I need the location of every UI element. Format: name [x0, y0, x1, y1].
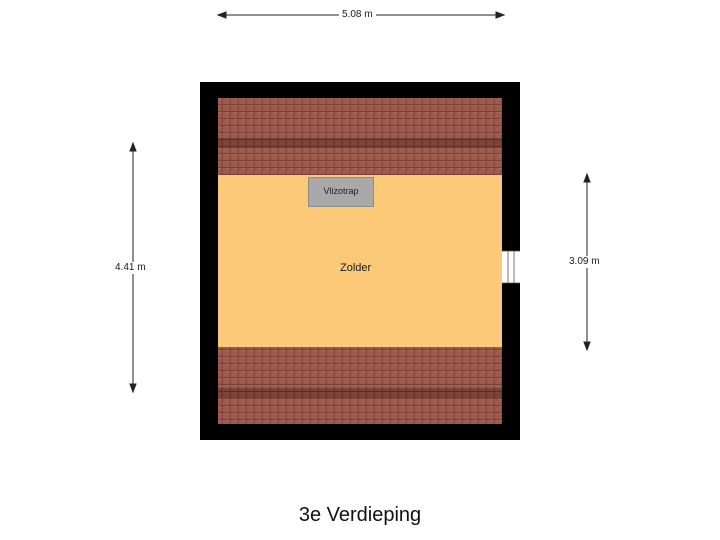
- dimension-left-label: 4.41 m: [112, 262, 149, 274]
- roof-slope-bottom: [218, 347, 502, 424]
- room-label-attic: Zolder: [340, 262, 372, 274]
- window: [502, 250, 520, 284]
- dimension-top-label: 5.08 m: [339, 9, 376, 21]
- attic-hatch: Vlizotrap: [308, 177, 374, 207]
- attic-hatch-label: Vlizotrap: [323, 185, 359, 196]
- roof-slope-top: [218, 98, 502, 175]
- floor-title: 3e Verdieping: [298, 504, 422, 526]
- dimension-right-label: 3.09 m: [566, 256, 603, 268]
